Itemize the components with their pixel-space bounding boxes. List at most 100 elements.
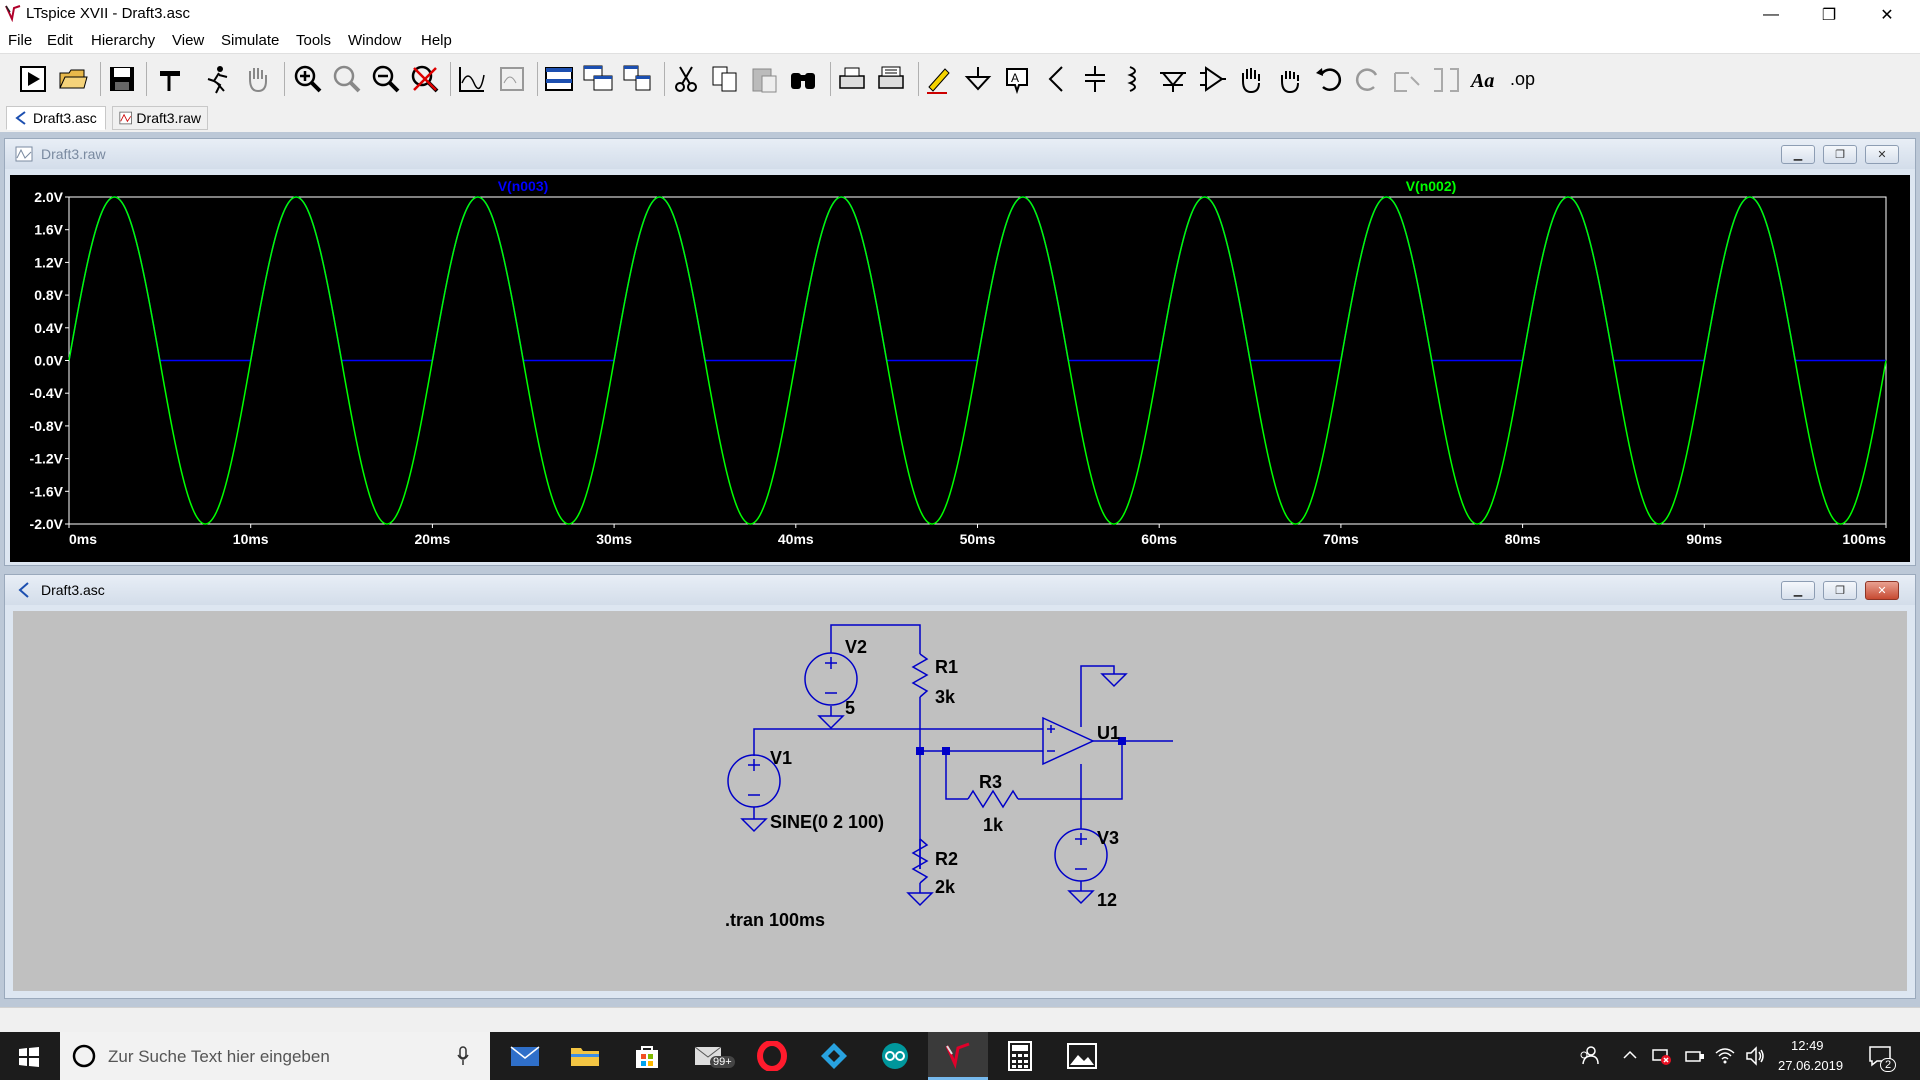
zoom-fit-icon[interactable] bbox=[409, 63, 441, 95]
trace-label-vn003[interactable]: V(n003) bbox=[498, 178, 549, 194]
run-icon[interactable] bbox=[17, 63, 49, 95]
tab-draft3-asc[interactable]: Draft3.asc bbox=[6, 106, 106, 130]
menu-edit[interactable]: Edit bbox=[47, 32, 73, 49]
y-tick-label: -0.4V bbox=[30, 385, 64, 401]
plot-background bbox=[10, 175, 1910, 562]
save-icon[interactable] bbox=[106, 63, 138, 95]
control-panel-hammer-icon[interactable] bbox=[154, 63, 186, 95]
opamp-u1[interactable] bbox=[1042, 716, 1095, 766]
taskbar-photos[interactable] bbox=[1052, 1032, 1112, 1080]
voltage-source-v2[interactable] bbox=[804, 652, 858, 730]
place-ground-icon[interactable] bbox=[962, 63, 994, 95]
autorange-icon[interactable] bbox=[456, 63, 488, 95]
trace-label-vn002[interactable]: V(n002) bbox=[1406, 178, 1457, 194]
schematic-canvas[interactable]: V2 5 R1 3k U1 V1 SINE(0 2 100) R3 1k R2 … bbox=[13, 611, 1907, 991]
taskbar-file-explorer[interactable] bbox=[555, 1032, 615, 1080]
paste-icon[interactable] bbox=[748, 63, 780, 95]
action-center-icon[interactable] bbox=[1868, 1044, 1892, 1068]
menu-tools[interactable]: Tools bbox=[296, 32, 332, 49]
print-icon[interactable] bbox=[836, 63, 868, 95]
chevron-up-icon[interactable] bbox=[1622, 1048, 1638, 1062]
schematic-restore-button[interactable]: ❐ bbox=[1823, 581, 1857, 600]
resistor-r1[interactable] bbox=[911, 653, 929, 698]
print-preview-icon[interactable] bbox=[875, 63, 907, 95]
clock-date[interactable]: 27.06.2019 bbox=[1778, 1058, 1844, 1073]
find-binoculars-icon[interactable] bbox=[787, 63, 819, 95]
spice-directive-tran[interactable]: .tran 100ms bbox=[725, 910, 825, 930]
schematic-window-titlebar[interactable]: Draft3.asc ▁ ❐ ✕ bbox=[5, 575, 1915, 605]
place-inductor-icon[interactable] bbox=[1118, 63, 1150, 95]
taskbar-kodi[interactable] bbox=[804, 1032, 864, 1080]
taskbar-calculator[interactable] bbox=[990, 1032, 1050, 1080]
menu-view[interactable]: View bbox=[172, 32, 205, 49]
tab-draft3-raw[interactable]: Draft3.raw bbox=[112, 106, 208, 130]
usb-device-icon[interactable] bbox=[1684, 1046, 1706, 1066]
undo-icon[interactable] bbox=[1313, 63, 1345, 95]
place-resistor-icon[interactable] bbox=[1040, 63, 1072, 95]
zoom-pan-icon[interactable] bbox=[331, 63, 363, 95]
tab-label: Draft3.asc bbox=[33, 110, 97, 126]
rotate-icon[interactable] bbox=[1391, 63, 1423, 95]
cut-scissors-icon[interactable] bbox=[670, 63, 702, 95]
taskbar-mail-app[interactable] bbox=[495, 1032, 555, 1080]
cascade-windows-icon[interactable] bbox=[582, 63, 614, 95]
waveform-restore-button[interactable]: ❐ bbox=[1823, 145, 1857, 164]
taskbar-ltspice[interactable] bbox=[928, 1032, 988, 1080]
waveform-plot[interactable]: 2.0V1.6V1.2V0.8V0.4V0.0V-0.4V-0.8V-1.2V-… bbox=[10, 175, 1910, 562]
move-hand-icon[interactable] bbox=[1235, 63, 1267, 95]
taskbar-mail-envelope[interactable]: 99+ bbox=[680, 1032, 740, 1080]
waveform-minimize-button[interactable]: ▁ bbox=[1781, 145, 1815, 164]
tile-horizontal-icon[interactable] bbox=[543, 63, 575, 95]
schematic-close-button[interactable]: ✕ bbox=[1865, 581, 1899, 600]
people-icon[interactable] bbox=[1578, 1044, 1600, 1066]
draw-wire-pencil-icon[interactable] bbox=[923, 63, 955, 95]
x-tick-label: 90ms bbox=[1686, 531, 1722, 547]
schematic-window: Draft3.asc ▁ ❐ ✕ bbox=[4, 574, 1916, 999]
pick-visible-traces-icon[interactable] bbox=[496, 63, 528, 95]
place-component-icon[interactable] bbox=[1196, 63, 1228, 95]
taskbar-store[interactable] bbox=[617, 1032, 677, 1080]
microphone-icon[interactable] bbox=[456, 1046, 470, 1066]
zoom-in-icon[interactable] bbox=[292, 63, 324, 95]
menu-hierarchy[interactable]: Hierarchy bbox=[91, 32, 156, 49]
svg-text:Aa: Aa bbox=[1469, 70, 1494, 92]
text-icon[interactable]: Aa bbox=[1469, 63, 1501, 95]
halt-running-man-icon[interactable] bbox=[202, 63, 234, 95]
pan-hand-icon[interactable] bbox=[242, 63, 274, 95]
windows-start-icon[interactable] bbox=[18, 1046, 40, 1068]
schematic-minimize-button[interactable]: ▁ bbox=[1781, 581, 1815, 600]
resistor-r2[interactable] bbox=[911, 838, 929, 884]
open-folder-icon[interactable] bbox=[57, 63, 89, 95]
resistor-r3[interactable] bbox=[967, 789, 1019, 809]
zoom-out-icon[interactable] bbox=[370, 63, 402, 95]
place-capacitor-icon[interactable] bbox=[1079, 63, 1111, 95]
tile-vertical-icon[interactable] bbox=[621, 63, 653, 95]
waveform-window-titlebar[interactable]: Draft3.raw ▁ ❐ ✕ bbox=[5, 139, 1915, 169]
copy-icon[interactable] bbox=[709, 63, 741, 95]
mirror-icon[interactable] bbox=[1430, 63, 1462, 95]
taskbar-arduino[interactable] bbox=[865, 1032, 925, 1080]
x-tick-label: 80ms bbox=[1505, 531, 1541, 547]
place-diode-icon[interactable] bbox=[1157, 63, 1189, 95]
drag-hand-icon[interactable] bbox=[1274, 63, 1306, 95]
menu-help[interactable]: Help bbox=[421, 32, 452, 49]
waveform-close-button[interactable]: ✕ bbox=[1865, 145, 1899, 164]
trace-vn002[interactable] bbox=[68, 196, 1887, 525]
spice-directive-icon[interactable]: .op bbox=[1508, 63, 1540, 95]
voltage-source-v1[interactable] bbox=[727, 754, 781, 833]
volume-icon[interactable] bbox=[1744, 1045, 1766, 1067]
taskbar-search-box[interactable]: Zur Suche Text hier eingeben bbox=[60, 1032, 490, 1080]
redo-icon[interactable] bbox=[1352, 63, 1384, 95]
network-warning-icon[interactable] bbox=[1650, 1045, 1672, 1067]
wifi-icon[interactable] bbox=[1714, 1045, 1736, 1067]
menu-simulate[interactable]: Simulate bbox=[221, 32, 280, 49]
close-button[interactable]: ✕ bbox=[1880, 6, 1894, 24]
minimize-button[interactable]: — bbox=[1763, 5, 1779, 23]
taskbar-opera[interactable] bbox=[742, 1032, 802, 1080]
menu-window[interactable]: Window bbox=[348, 32, 402, 49]
clock-time[interactable]: 12:49 bbox=[1791, 1038, 1824, 1053]
maximize-button[interactable]: ❐ bbox=[1821, 6, 1837, 24]
menu-file[interactable]: File bbox=[8, 32, 33, 49]
windows-taskbar: Zur Suche Text hier eingeben 99+ 12:49 2… bbox=[0, 1032, 1920, 1080]
label-net-icon[interactable]: A bbox=[1001, 63, 1033, 95]
